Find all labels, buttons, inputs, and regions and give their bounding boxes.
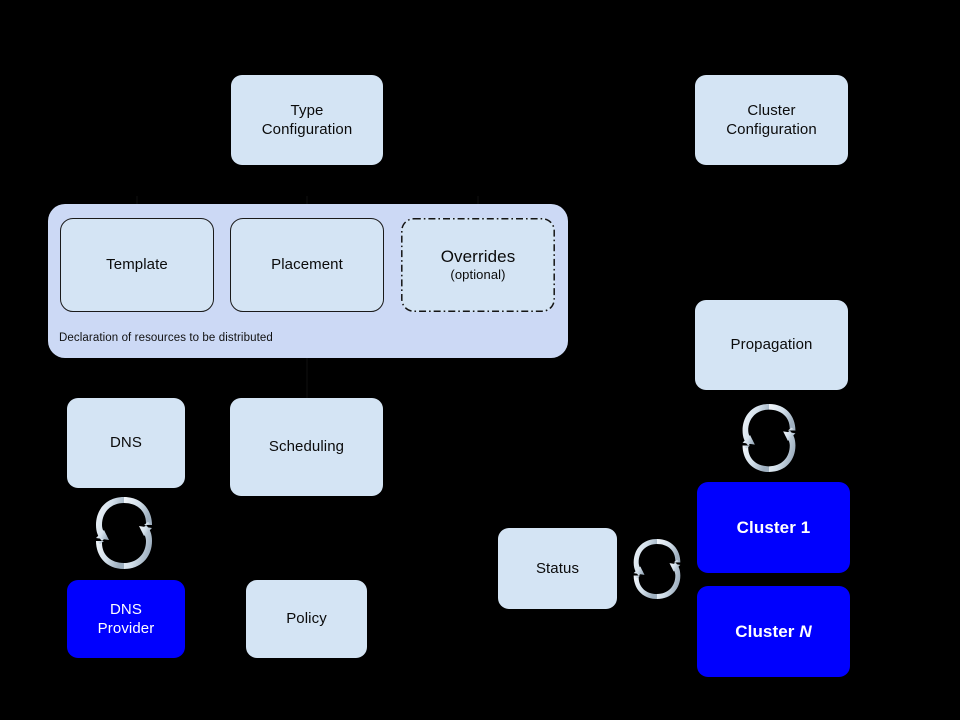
cluster-1-label: Cluster 1 — [737, 517, 811, 539]
node-dns[interactable]: DNS — [67, 398, 185, 488]
node-cluster-n[interactable]: Cluster N — [697, 586, 850, 677]
propagation-label: Propagation — [730, 336, 813, 354]
node-overrides[interactable]: Overrides (optional) — [401, 218, 555, 312]
node-dns-provider[interactable]: DNS Provider — [67, 580, 185, 658]
sync-arrows-icon-dns — [96, 497, 152, 569]
cluster-n-label: Cluster N — [735, 621, 812, 643]
cluster-n-label-text: Cluster — [735, 621, 795, 641]
node-status[interactable]: Status — [498, 528, 617, 609]
overrides-sublabel: (optional) — [450, 267, 506, 283]
node-cluster-configuration[interactable]: Cluster Configuration — [695, 75, 848, 165]
dns-label: DNS — [110, 434, 142, 452]
cluster-configuration-label-line1: Cluster — [747, 101, 796, 119]
cluster-n-index: N — [799, 621, 812, 641]
sync-arrows-icon-propagation — [742, 404, 796, 472]
dns-provider-label-line2: Provider — [97, 620, 155, 637]
node-policy[interactable]: Policy — [246, 580, 367, 658]
overrides-label: Overrides — [440, 247, 516, 266]
node-type-configuration[interactable]: Type Configuration — [231, 75, 383, 165]
sync-arrows-icon-status — [633, 539, 681, 599]
type-configuration-label-line2: Configuration — [261, 121, 353, 138]
placement-label: Placement — [271, 256, 343, 274]
node-propagation[interactable]: Propagation — [695, 300, 848, 390]
node-cluster-1[interactable]: Cluster 1 — [697, 482, 850, 573]
node-placement[interactable]: Placement — [230, 218, 384, 312]
scheduling-label: Scheduling — [268, 438, 345, 456]
node-template[interactable]: Template — [60, 218, 214, 312]
cluster-1-index: 1 — [800, 517, 811, 537]
policy-label: Policy — [286, 610, 327, 628]
cluster-configuration-label-line2: Configuration — [726, 121, 817, 138]
node-scheduling[interactable]: Scheduling — [230, 398, 383, 496]
cluster-1-label-text: Cluster — [736, 517, 796, 537]
group-caption: Declaration of resources to be distribut… — [59, 332, 273, 344]
template-label: Template — [106, 256, 168, 274]
type-configuration-label-line1: Type — [290, 101, 324, 119]
status-label: Status — [535, 559, 580, 577]
dns-provider-label-line1: DNS — [110, 600, 142, 618]
